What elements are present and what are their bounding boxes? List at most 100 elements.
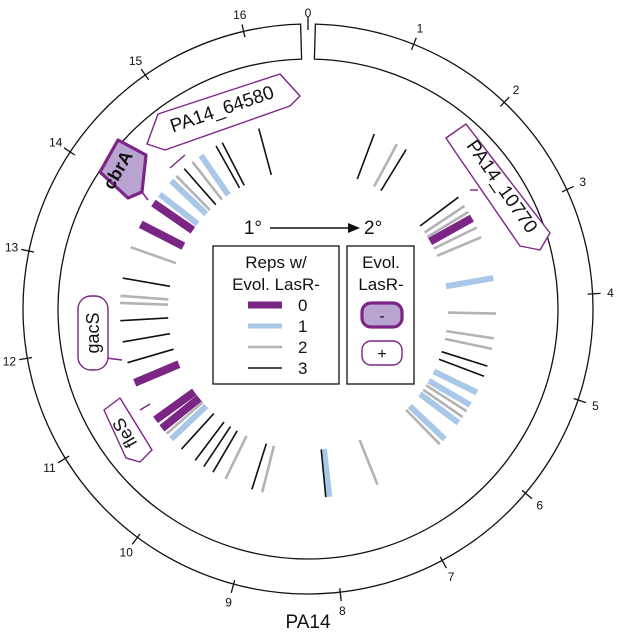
legend-reps-label-0: 0 [298, 296, 307, 315]
genome-tick-label-6: 6 [536, 498, 543, 512]
mutation-mark-49 [183, 168, 217, 206]
mutation-marks [120, 128, 497, 498]
legend-evol-minus-label: - [379, 308, 384, 325]
genome-tick-14 [63, 147, 76, 156]
genome-tick-16 [241, 24, 246, 38]
genome-tick-9 [230, 580, 236, 593]
mutation-mark-20 [407, 403, 447, 442]
mutation-mark-8 [436, 236, 482, 257]
genome-tick-11 [57, 455, 70, 464]
genome-tick-label-14: 14 [49, 135, 63, 149]
callout-box-pa14-10770 [445, 123, 551, 251]
mutation-mark-34 [159, 395, 202, 432]
genome-tick-label-9: 9 [225, 595, 232, 609]
mutation-mark-29 [203, 426, 232, 468]
mutation-mark-26 [251, 443, 268, 490]
mutation-mark-35 [153, 388, 197, 424]
callout-box-pa14-64580 [146, 73, 301, 151]
mutation-mark-0 [356, 133, 375, 180]
mutation-mark-11 [446, 329, 494, 340]
mutation-mark-46 [157, 192, 200, 227]
mutation-mark-53 [221, 142, 245, 186]
mutation-mark-17 [425, 384, 468, 413]
callout-box-gacs [77, 295, 109, 371]
mutation-mark-36 [133, 360, 181, 387]
mutation-mark-2 [380, 149, 407, 192]
callout-leader-gacs [105, 357, 123, 361]
genome-tick-3 [561, 185, 574, 193]
legend-reps-title-line2: Evol. LasR- [232, 275, 320, 294]
genome-tick-5 [573, 397, 587, 404]
mutation-mark-47 [169, 178, 209, 217]
mutation-mark-15 [432, 368, 479, 396]
mutation-mark-14 [438, 358, 485, 377]
legend-evol-plus-box [361, 340, 403, 366]
genome-tick-7 [439, 556, 447, 569]
gene-callout-fles: fleS [103, 397, 153, 463]
genome-tick-4 [587, 292, 601, 295]
callout-leader-cbra [141, 191, 149, 201]
mutation-mark-44 [138, 220, 186, 250]
genome-tick-label-11: 11 [43, 461, 56, 475]
mutation-mark-25 [260, 445, 276, 493]
mutation-mark-27 [224, 435, 248, 480]
mutation-mark-24 [320, 449, 327, 498]
legend-evol: Evol. LasR- - + [346, 245, 415, 385]
genome-tick-label-2: 2 [513, 83, 520, 97]
mutation-mark-30 [194, 421, 225, 461]
genome-tick-6 [521, 489, 533, 500]
mutation-mark-13 [441, 350, 488, 367]
genome-ring [22, 23, 594, 595]
genome-tick-label-7: 7 [448, 570, 455, 584]
mutation-mark-42 [122, 277, 171, 288]
mutation-mark-51 [198, 153, 231, 197]
mutation-mark-28 [212, 430, 238, 473]
mutation-mark-45 [151, 199, 196, 234]
mutation-mark-22 [358, 439, 379, 486]
mutation-mark-38 [122, 332, 171, 343]
callout-box-cbra [98, 138, 148, 200]
mutation-mark-40 [120, 301, 169, 306]
mutation-mark-18 [422, 388, 464, 419]
mutation-mark-43 [130, 245, 177, 265]
mutation-mark-12 [444, 337, 493, 351]
mutation-mark-41 [120, 294, 169, 301]
genome-tick-label-3: 3 [579, 175, 586, 189]
genome-tick-1 [410, 37, 417, 51]
callout-leader-pa14-64580 [169, 154, 186, 169]
genome-tick-label-16: 16 [233, 8, 247, 22]
mutation-mark-16 [427, 378, 472, 408]
legend-evol-title-line2: LasR- [358, 275, 403, 294]
legend-evol-plus-label: + [377, 346, 386, 363]
genome-tick-15 [140, 68, 150, 81]
genome-name: PA14 [285, 612, 331, 633]
mutation-mark-50 [191, 161, 223, 201]
callout-leader-fles [139, 403, 151, 411]
legend-reps-label-1: 1 [298, 317, 307, 336]
mutation-mark-39 [120, 317, 169, 322]
mutation-mark-52 [215, 145, 241, 189]
mutation-mark-37 [127, 348, 174, 364]
mutation-mark-9 [445, 275, 494, 290]
genome-tick-label-0: 0 [305, 6, 312, 20]
genome-tick-8 [339, 588, 342, 602]
genome-tick-13 [21, 248, 35, 253]
gene-callout-gacs: gacS [77, 295, 123, 371]
mutation-mark-1 [372, 143, 398, 188]
flow-from-label: 1° [244, 218, 262, 239]
mutation-mark-3 [419, 196, 459, 227]
genome-tick-label-4: 4 [607, 286, 614, 300]
flow-to-label: 2° [364, 218, 382, 239]
genome-tick-label-8: 8 [339, 604, 346, 618]
mutation-mark-21 [405, 408, 441, 446]
mutation-mark-4 [423, 204, 466, 234]
genome-tick-label-15: 15 [129, 54, 143, 68]
mutation-mark-19 [418, 391, 461, 426]
mutation-mark-48 [175, 174, 211, 212]
genome-tick-10 [131, 533, 141, 545]
mutation-mark-33 [165, 401, 204, 435]
gene-label-gacs: gacS [83, 312, 103, 353]
mutation-mark-32 [169, 403, 209, 442]
